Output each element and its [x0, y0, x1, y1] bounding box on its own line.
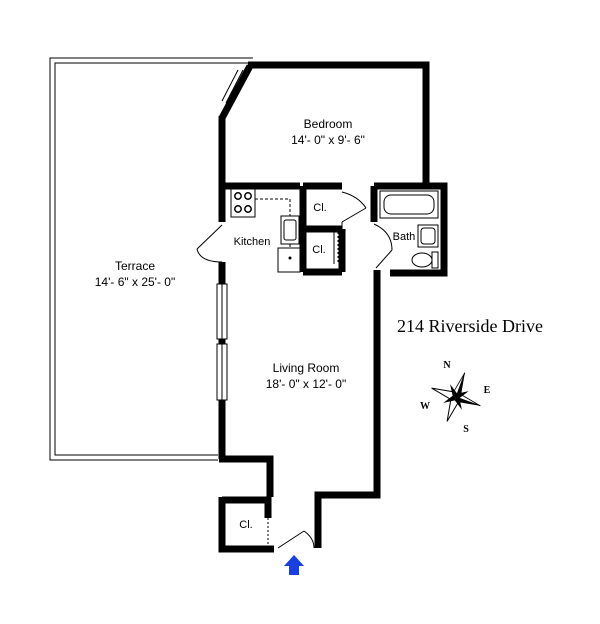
bedroom-size: 14'- 0" x 9'- 6" — [291, 133, 365, 147]
compass-east: E — [484, 385, 491, 396]
terrace-door — [196, 224, 223, 263]
toilet-tank-icon — [431, 251, 439, 269]
compass-north: N — [443, 360, 451, 371]
bath-door — [373, 223, 393, 269]
vanity-sink-icon — [417, 224, 439, 248]
compass-west: W — [420, 401, 430, 412]
closet-middle-label: Cl. — [312, 244, 325, 256]
compass-south: S — [463, 424, 469, 435]
kitchen-label: Kitchen — [234, 236, 271, 248]
bath-fixtures — [379, 190, 439, 269]
bay-window — [221, 69, 244, 104]
entry-door — [277, 530, 315, 549]
closet-door — [333, 232, 339, 264]
address-label: 214 Riverside Drive — [397, 316, 543, 336]
refrigerator-icon — [277, 247, 301, 273]
interior-walls — [222, 182, 346, 276]
terrace-label: Terrace — [115, 259, 155, 273]
closet-entry-label: Cl. — [239, 519, 252, 531]
entry-arrow-icon — [284, 555, 304, 575]
bedroom-door — [341, 191, 367, 230]
toilet-icon — [411, 252, 433, 268]
living-room-size: 18'- 0" x 12'- 0" — [266, 377, 346, 391]
stove-icon — [230, 188, 256, 218]
closet-upper-label: Cl. — [313, 202, 326, 214]
bedroom-label: Bedroom — [304, 117, 353, 131]
living-room-windows — [216, 283, 228, 401]
terrace-outline — [49, 57, 253, 461]
sink-icon — [280, 215, 300, 245]
compass-rose-icon — [431, 372, 481, 422]
living-room-label: Living Room — [273, 361, 340, 375]
kitchen-fixtures — [230, 188, 301, 273]
bath-label: Bath — [393, 231, 416, 243]
terrace-size: 14'- 6" x 25'- 0" — [95, 275, 175, 289]
